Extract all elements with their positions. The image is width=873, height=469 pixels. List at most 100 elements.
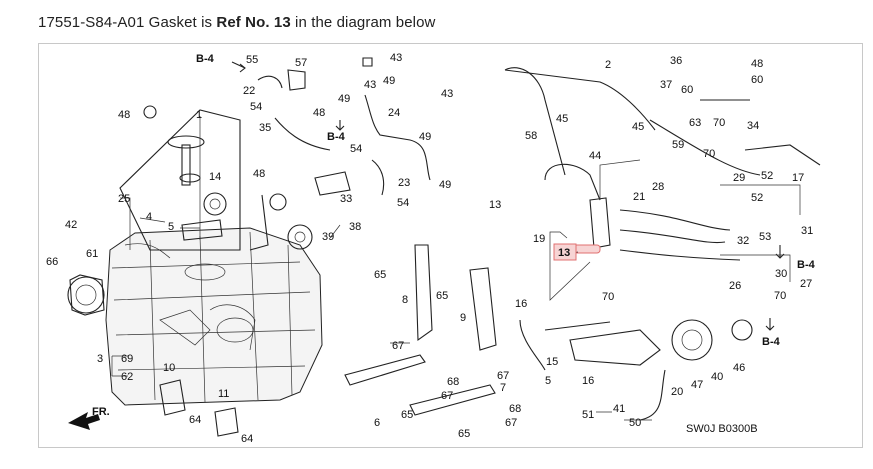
callout: 65	[374, 269, 386, 281]
callout-labels: B-4 B-4 B-4 B-4 FR. SW0J B0300B 55 57 22…	[46, 52, 816, 445]
callout: 37	[660, 79, 672, 91]
callout: 49	[419, 131, 431, 143]
callout: 8	[402, 294, 408, 306]
callout: 21	[633, 191, 645, 203]
callout: 67	[441, 390, 453, 402]
caption-part-name: Gasket	[148, 14, 197, 31]
callout: 47	[691, 379, 703, 391]
callout: 68	[447, 376, 459, 388]
callout: 11	[218, 388, 229, 400]
callout: 55	[246, 54, 258, 66]
callout: 51	[582, 409, 594, 421]
callout: 45	[556, 113, 568, 125]
callout: 60	[751, 74, 763, 86]
callout: 41	[613, 403, 625, 415]
caption-ref: Ref No. 13	[216, 14, 291, 31]
callout: 52	[751, 192, 763, 204]
callout: 49	[338, 93, 350, 105]
callout: 68	[509, 403, 521, 415]
callout: 70	[774, 290, 786, 302]
ref-b4-label: B-4	[797, 259, 816, 271]
vent-hoses	[257, 57, 431, 196]
callout: 66	[46, 256, 58, 268]
callout: 31	[801, 225, 813, 237]
callout: 53	[759, 231, 771, 243]
callout: 22	[243, 85, 255, 97]
callout: 54	[250, 101, 262, 113]
callout: 50	[629, 417, 641, 429]
callout: 70	[713, 117, 725, 129]
callout: 1	[196, 109, 202, 121]
fuel-lines	[504, 67, 821, 261]
callout: 70	[602, 291, 614, 303]
ref-13-highlight: 13	[553, 243, 577, 261]
callout: 48	[118, 109, 130, 121]
callout: 69	[121, 353, 133, 365]
fuel-pump-module	[119, 105, 241, 251]
callout: 43	[441, 88, 453, 100]
callout: 39	[322, 231, 334, 243]
callout: 60	[681, 84, 693, 96]
callout: 2	[605, 59, 611, 71]
callout: 54	[397, 197, 409, 209]
callout: 6	[374, 417, 380, 429]
callout: 43	[390, 52, 402, 64]
caption: 17551-S84-A01 Gasket is Ref No. 13 in th…	[38, 14, 435, 31]
callout: 42	[65, 219, 77, 231]
callout: 17	[792, 172, 804, 184]
callout: 54	[350, 143, 362, 155]
callout: 16	[515, 298, 527, 310]
callout: 38	[349, 221, 361, 233]
callout: 63	[689, 117, 701, 129]
caption-suffix: in the diagram below	[295, 14, 436, 31]
callout: 43	[364, 79, 376, 91]
callout: 64	[241, 433, 253, 445]
callout: 3	[97, 353, 103, 365]
ref-arrows	[231, 61, 785, 331]
callout: 61	[86, 248, 98, 260]
fuel-tank	[105, 227, 323, 406]
pump-flange	[67, 274, 105, 316]
caption-is: is	[201, 14, 213, 31]
callout: 65	[458, 428, 470, 440]
callout: 67	[497, 370, 509, 382]
callout: 27	[800, 278, 812, 290]
callout: 5	[168, 221, 174, 233]
callout: 44	[589, 150, 601, 162]
callout: 33	[340, 193, 352, 205]
callout: 49	[383, 75, 395, 87]
callout: 59	[672, 139, 684, 151]
ref-b4-label: B-4	[327, 131, 346, 143]
level-sensor	[249, 193, 313, 251]
callout: 7	[500, 382, 506, 394]
callout: 36	[670, 55, 682, 67]
callout: 35	[259, 122, 271, 134]
callout: 65	[436, 290, 448, 302]
callout: 29	[733, 172, 745, 184]
callout: 58	[525, 130, 537, 142]
callout: 14	[209, 171, 221, 183]
callout: 40	[711, 371, 723, 383]
callout: 13	[489, 199, 501, 211]
callout: 32	[737, 235, 749, 247]
filler-neck	[519, 319, 753, 421]
callout: 16	[582, 375, 594, 387]
callout: 46	[733, 362, 745, 374]
tank-straps	[159, 244, 497, 437]
callout: 57	[295, 57, 307, 69]
front-arrow	[68, 412, 100, 430]
callout: 34	[747, 120, 759, 132]
callout: 30	[775, 268, 787, 280]
callout: 62	[121, 371, 133, 383]
callout: 65	[401, 409, 413, 421]
callout: 67	[392, 340, 404, 352]
callout: 49	[439, 179, 451, 191]
callout: 26	[729, 280, 741, 292]
callout: 70	[703, 148, 715, 160]
callout: 9	[460, 312, 466, 324]
callout: 52	[761, 170, 773, 182]
callout-13: 13	[558, 247, 570, 259]
callout: 48	[751, 58, 763, 70]
leader-lines	[111, 116, 801, 421]
